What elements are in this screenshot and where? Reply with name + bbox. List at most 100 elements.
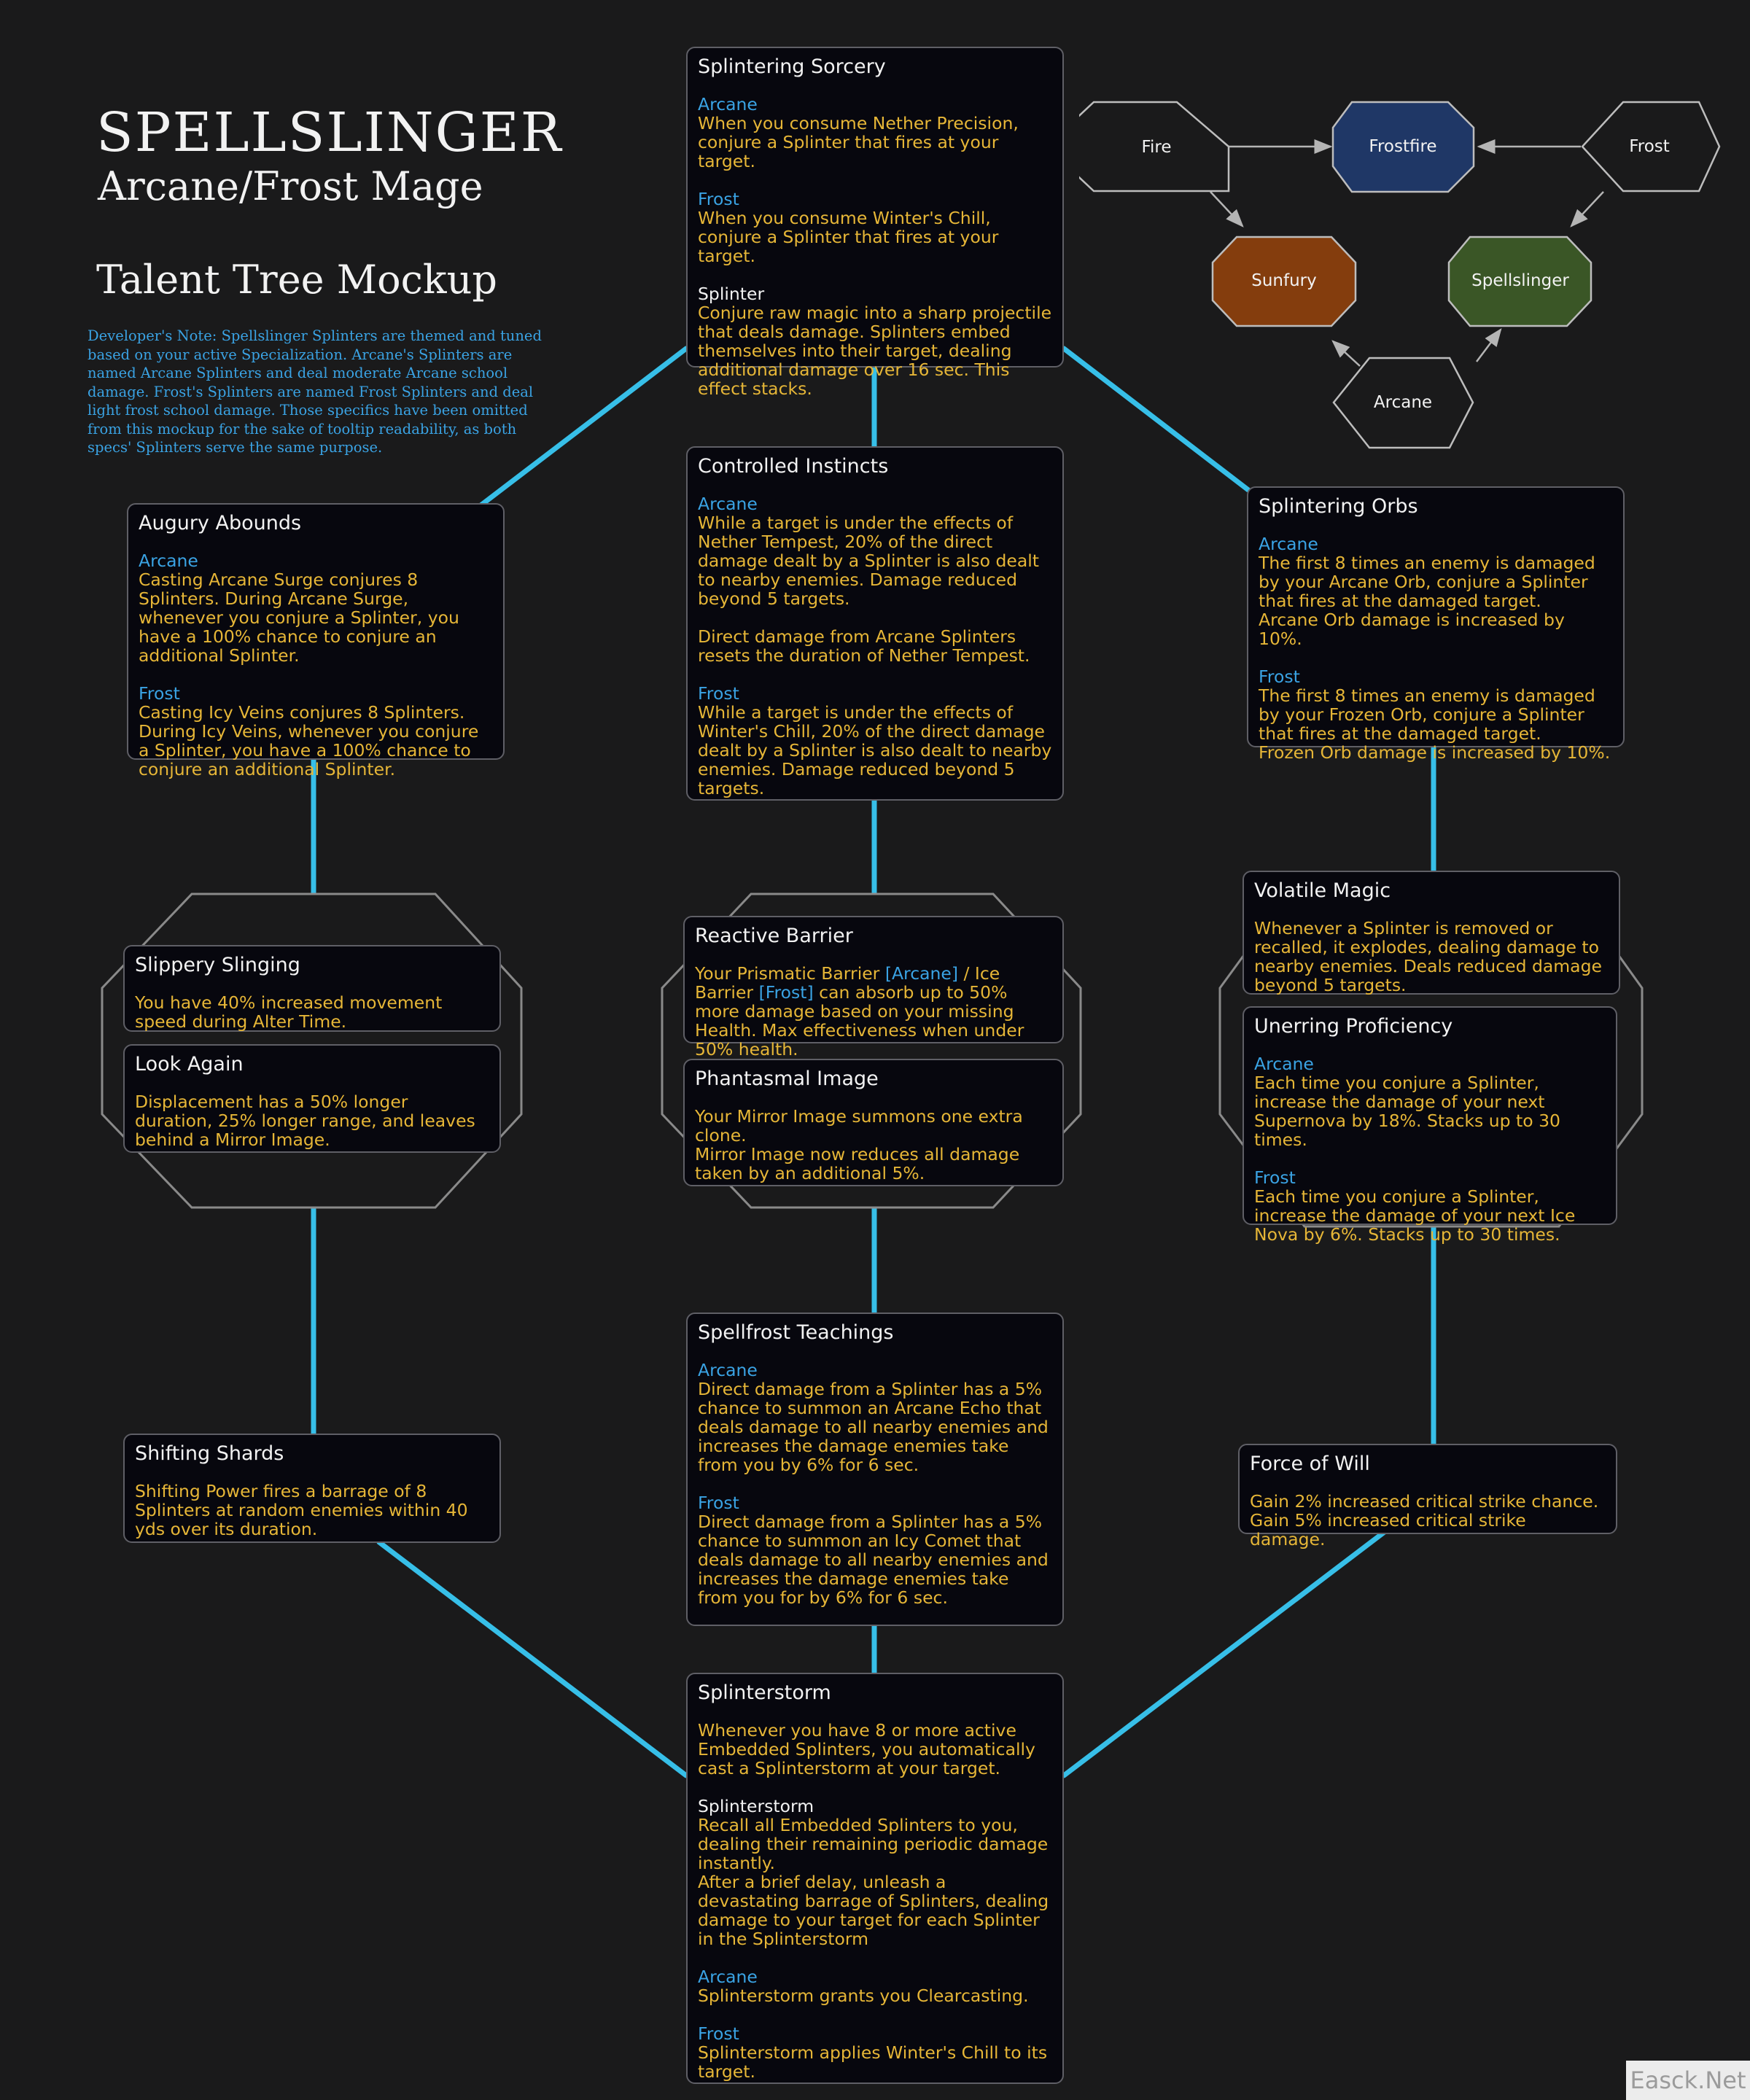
school-label: Frost: [1259, 666, 1300, 687]
school-label: Arcane: [698, 494, 758, 514]
talent-description: Casting Icy Veins conjures 8 Splinters. …: [139, 702, 479, 779]
talent-section: Direct damage from Arcane Splinters rese…: [698, 627, 1052, 665]
talent-description: The first 8 times an enemy is damaged by…: [1259, 685, 1611, 763]
talent-description: Casting Arcane Surge conjures 8 Splinter…: [139, 569, 459, 666]
page-subtitle: Arcane/Frost Mage: [98, 163, 483, 209]
talent-description: Whenever a Splinter is removed or recall…: [1254, 918, 1602, 995]
description-fragment: Your Prismatic Barrier: [695, 963, 885, 984]
talent-title: Force of Will: [1250, 1452, 1370, 1475]
fire-hex: [1079, 101, 1230, 192]
connector-line: [376, 1539, 689, 1778]
school-label: Splinterstorm: [698, 1796, 814, 1816]
talent-description: Direct damage from a Splinter has a 5% c…: [698, 1512, 1049, 1608]
frost-hex: [1581, 101, 1721, 192]
talent-description: You have 40% increased movement speed du…: [135, 992, 443, 1032]
school-label: Frost: [139, 683, 180, 704]
arrow-fire-to-sunfury: [1210, 191, 1244, 228]
school-label: Frost: [698, 189, 739, 209]
talent-section: Displacement has a 50% longer duration, …: [135, 1092, 489, 1149]
talent-section: Whenever you have 8 or more active Embed…: [698, 1721, 1052, 1778]
talent-title: Spellfrost Teachings: [698, 1321, 894, 1344]
school-tag: [Frost]: [758, 982, 814, 1003]
talent-description: While a target is under the effects of W…: [698, 702, 1052, 798]
school-label: Arcane: [698, 94, 758, 114]
school-label: Splinter: [698, 284, 765, 304]
arcane-hex: [1332, 357, 1474, 449]
talent-description: Each time you conjure a Splinter, increa…: [1254, 1186, 1576, 1245]
developer-note: Developer's Note: Spellslinger Splinters…: [88, 327, 542, 456]
talent-section: Whenever a Splinter is removed or recall…: [1254, 919, 1609, 995]
connector-line: [1061, 346, 1251, 493]
talent-title: Volatile Magic: [1254, 879, 1391, 902]
talent-title: Splintering Sorcery: [698, 55, 886, 78]
talent-description: Whenever you have 8 or more active Embed…: [698, 1720, 1035, 1778]
talent-description: Direct damage from a Splinter has a 5% c…: [698, 1379, 1049, 1475]
hero-talent-map: [1079, 101, 1721, 449]
talent-description: Shifting Power fires a barrage of 8 Spli…: [135, 1481, 468, 1539]
talent-description: The first 8 times an enemy is damaged by…: [1259, 553, 1595, 649]
mockup-title: Talent Tree Mockup: [96, 257, 497, 303]
talent-title: Slippery Slinging: [135, 954, 300, 976]
talent-description: While a target is under the effects of N…: [698, 513, 1039, 609]
talent-description: Splinterstorm applies Winter's Chill to …: [698, 2042, 1048, 2082]
arrow-frost-to-spellslinger: [1570, 191, 1604, 228]
talent-description: Each time you conjure a Splinter, increa…: [1254, 1073, 1560, 1150]
school-label: Frost: [698, 2023, 739, 2044]
talent-title: Augury Abounds: [139, 512, 302, 534]
school-label: Arcane: [1254, 1054, 1314, 1074]
sunfury-hex: [1211, 236, 1357, 327]
arrow-arcane-to-spellslinger: [1476, 328, 1502, 362]
talent-description: Direct damage from Arcane Splinters rese…: [698, 626, 1030, 666]
connector-line: [477, 346, 689, 509]
talent-description: Displacement has a 50% longer duration, …: [135, 1092, 475, 1150]
talent-section: Gain 2% increased critical strike chance…: [1250, 1492, 1606, 1549]
description-fragment: can absorb up to 50% more damage based o…: [695, 982, 1024, 1059]
page-title: SPELLSLINGER: [96, 101, 563, 164]
talent-section: Your Prismatic Barrier [Arcane] / Ice Ba…: [695, 964, 1052, 1059]
arrow-arcane-to-sunfury: [1331, 340, 1361, 367]
talent-section: Shifting Power fires a barrage of 8 Spli…: [135, 1482, 489, 1539]
school-label: Frost: [698, 1493, 739, 1513]
school-label: Arcane: [698, 1360, 758, 1380]
school-label: Arcane: [698, 1967, 758, 1987]
school-label: Arcane: [1259, 534, 1318, 554]
description-fragment: / Ice Barrier: [695, 963, 1000, 1003]
talent-description: Your Mirror Image summons one extra clon…: [695, 1106, 1023, 1183]
connector-line: [1061, 1528, 1388, 1778]
talent-description: When you consume Nether Precision, conju…: [698, 113, 1019, 171]
talent-title: Unerring Proficiency: [1254, 1015, 1453, 1038]
talent-title: Splintering Orbs: [1259, 495, 1418, 518]
talent-description: Gain 2% increased critical strike chance…: [1250, 1491, 1599, 1549]
talent-title: Splinterstorm: [698, 1681, 831, 1704]
talent-description: When you consume Winter's Chill, conjure…: [698, 208, 999, 266]
school-tag: [Arcane]: [884, 963, 959, 984]
